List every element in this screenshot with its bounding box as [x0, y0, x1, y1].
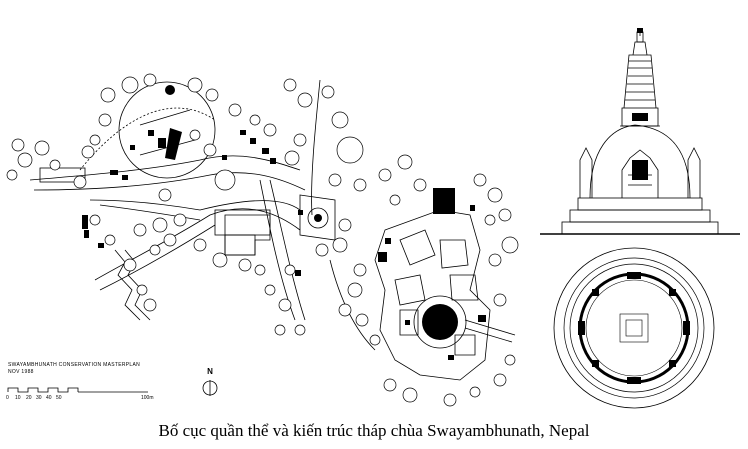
masterplan-title: SWAYAMBHUNATH CONSERVATION MASTERPLAN	[8, 362, 141, 368]
scale-label-10: 10	[15, 395, 21, 401]
masterplan-date: NOV 1988	[8, 369, 34, 375]
scale-label-40: 40	[46, 395, 52, 401]
scale-label-0: 0	[6, 395, 9, 401]
north-label: N	[207, 367, 213, 376]
scale-label-30: 30	[36, 395, 42, 401]
scale-label-100m: 100m	[141, 395, 154, 401]
scale-label-50: 50	[56, 395, 62, 401]
stupa-plan-drawing	[553, 247, 715, 409]
site-plan-drawing	[6, 73, 519, 407]
figure-caption: Bố cục quần thể và kiến trúc tháp chùa S…	[158, 421, 590, 440]
stupa-elevation-drawing	[540, 28, 740, 235]
scale-label-20: 20	[26, 395, 32, 401]
